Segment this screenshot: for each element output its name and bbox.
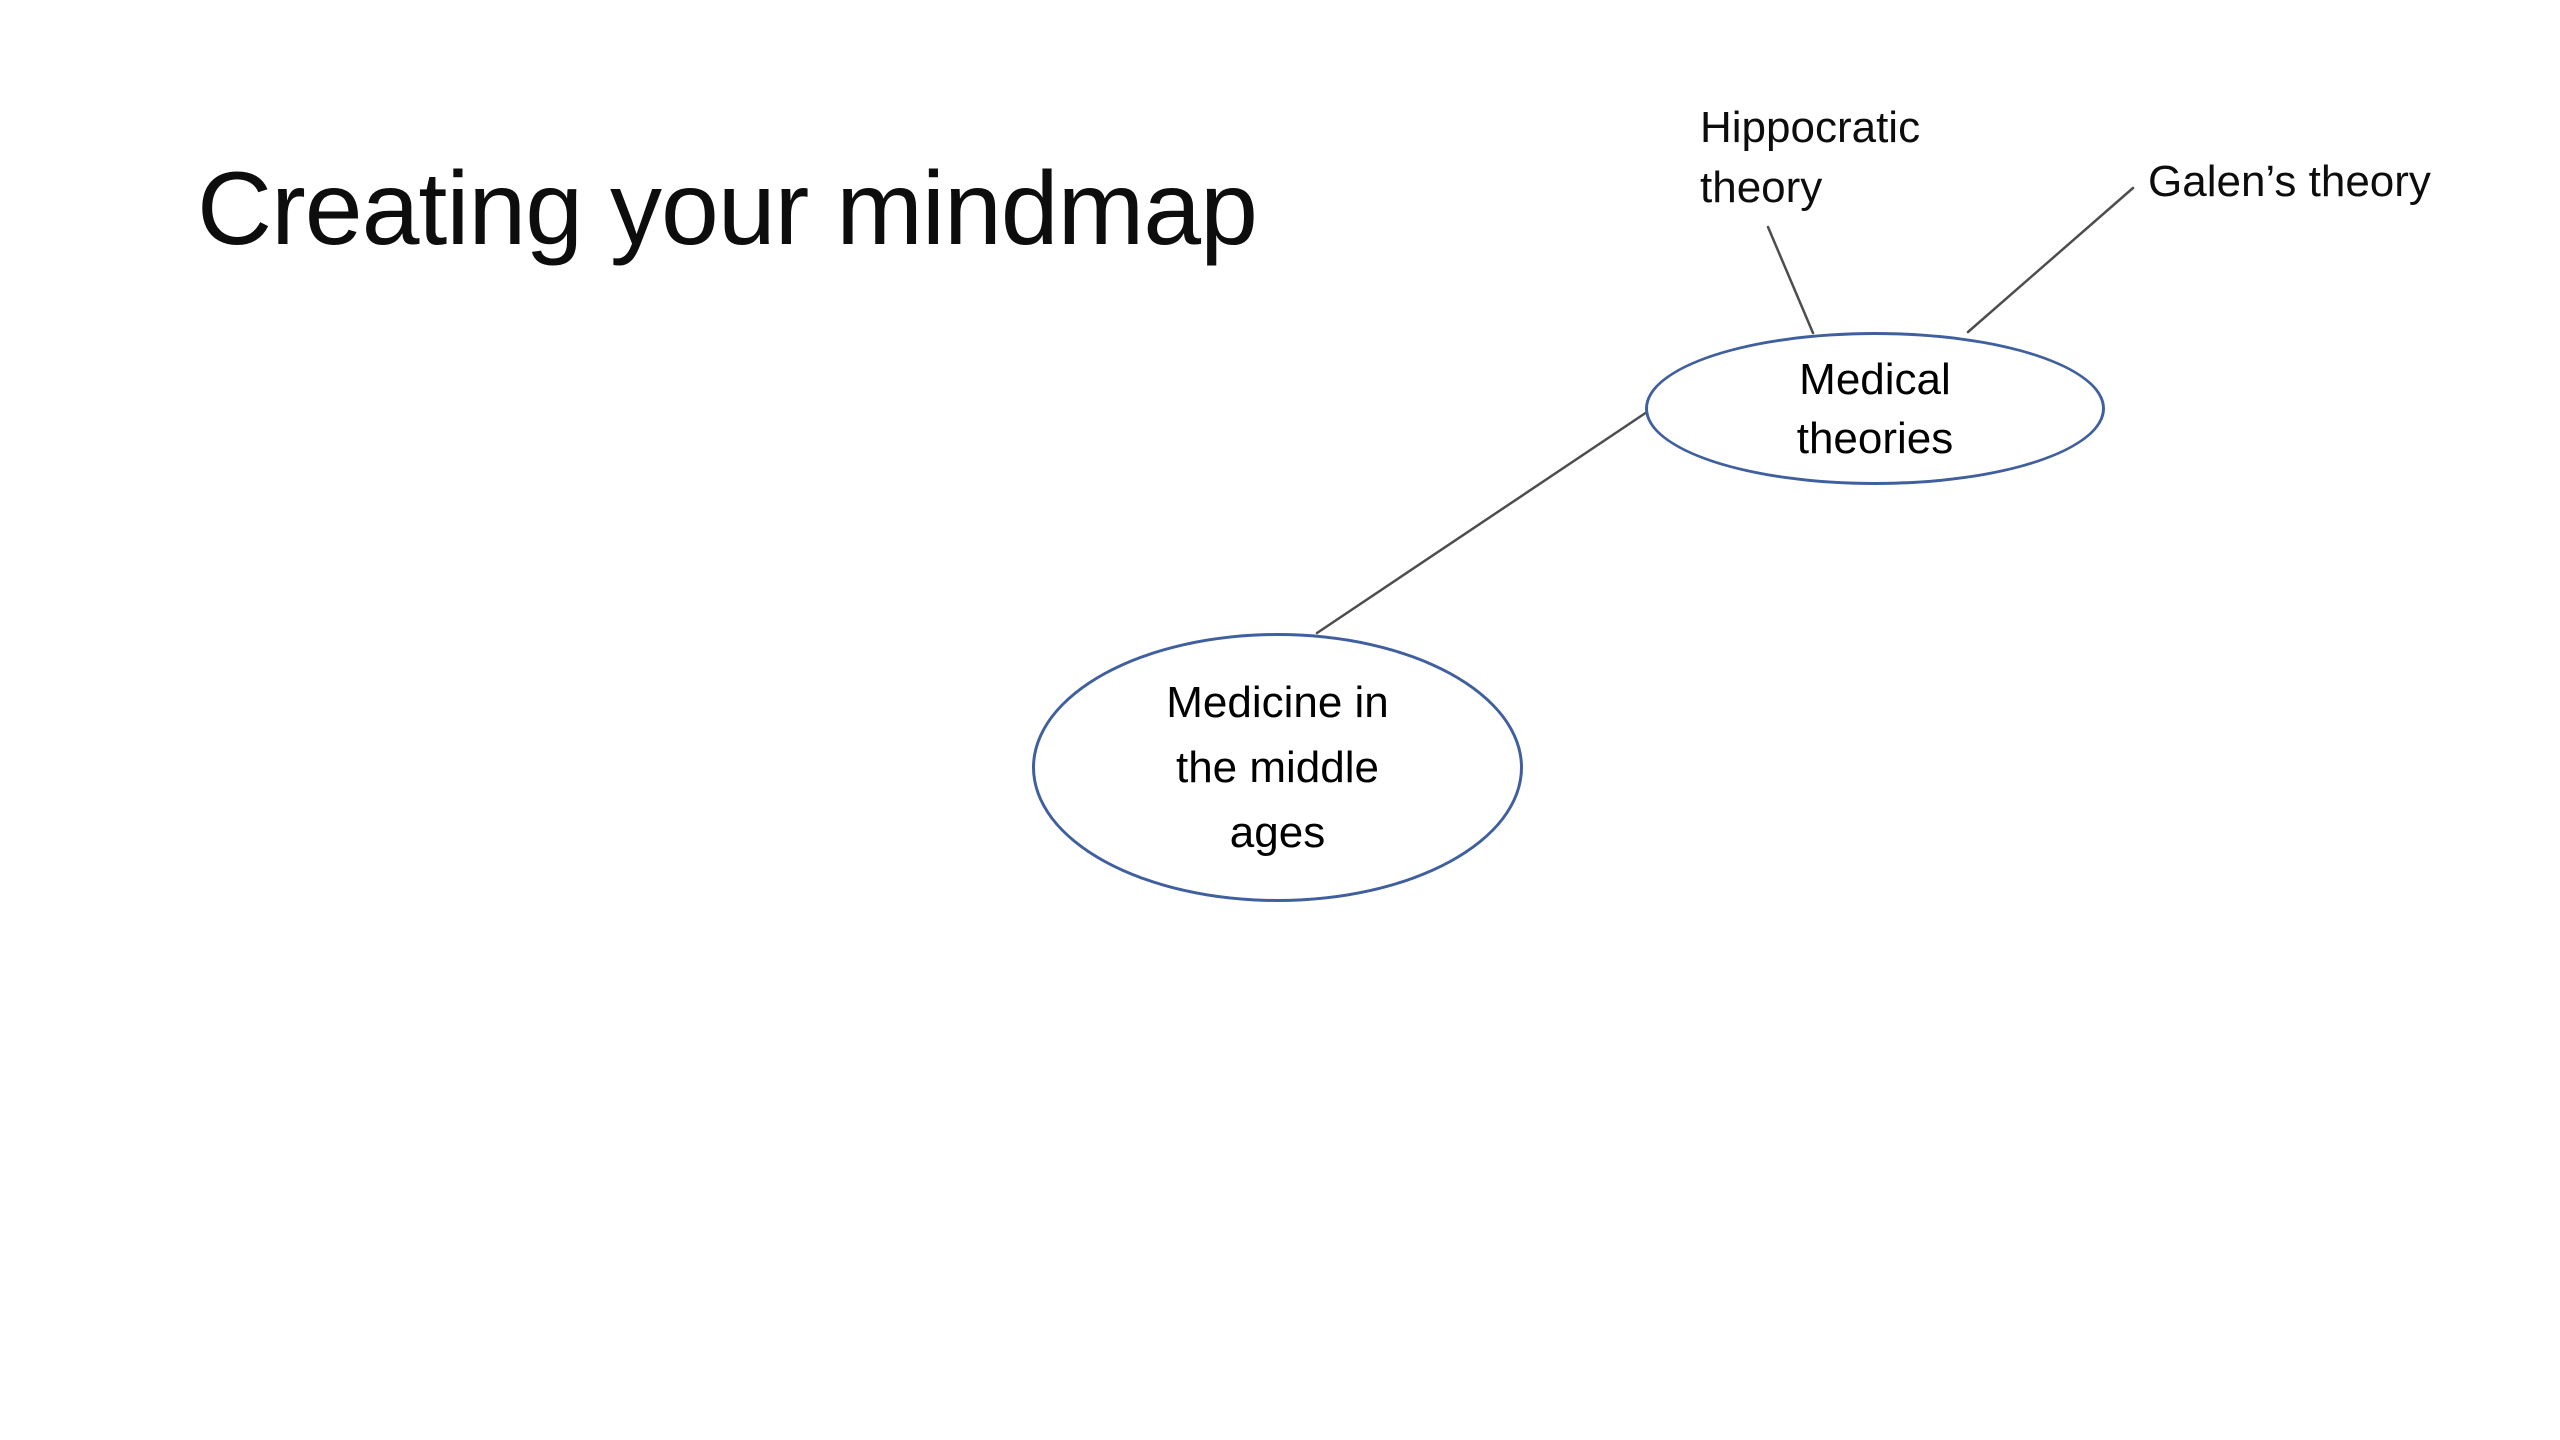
slide-title: Creating your mindmap	[197, 151, 1258, 267]
connector-hippocratic-line	[1766, 225, 1815, 335]
node-medicine-middle-ages-line-2: the middle	[1175, 743, 1379, 792]
node-medical-theories-line-1: Medical	[1799, 354, 1951, 404]
node-medicine-middle-ages-line-1: Medicine in	[1166, 678, 1389, 727]
node-medicine-middle-ages-line-3: ages	[1229, 808, 1326, 857]
node-medicine-middle-ages: Medicine in the middle ages	[1032, 633, 1523, 902]
node-medical-theories-text: Medical theories	[1797, 350, 1954, 468]
label-hippocratic-theory-line-1: Hippocratic	[1700, 103, 1921, 152]
connector-main-line	[1315, 410, 1649, 635]
connector-galen-line	[1966, 186, 2135, 334]
node-medical-theories-line-2: theories	[1796, 413, 1954, 463]
label-hippocratic-theory-line-2: theory	[1700, 163, 1823, 212]
node-medical-theories: Medical theories	[1645, 332, 2105, 485]
label-galens-theory: Galen’s theory	[2148, 157, 2431, 206]
label-hippocratic-theory: Hippocratic theory	[1700, 98, 1920, 218]
node-medicine-middle-ages-text: Medicine in the middle ages	[1166, 670, 1389, 865]
